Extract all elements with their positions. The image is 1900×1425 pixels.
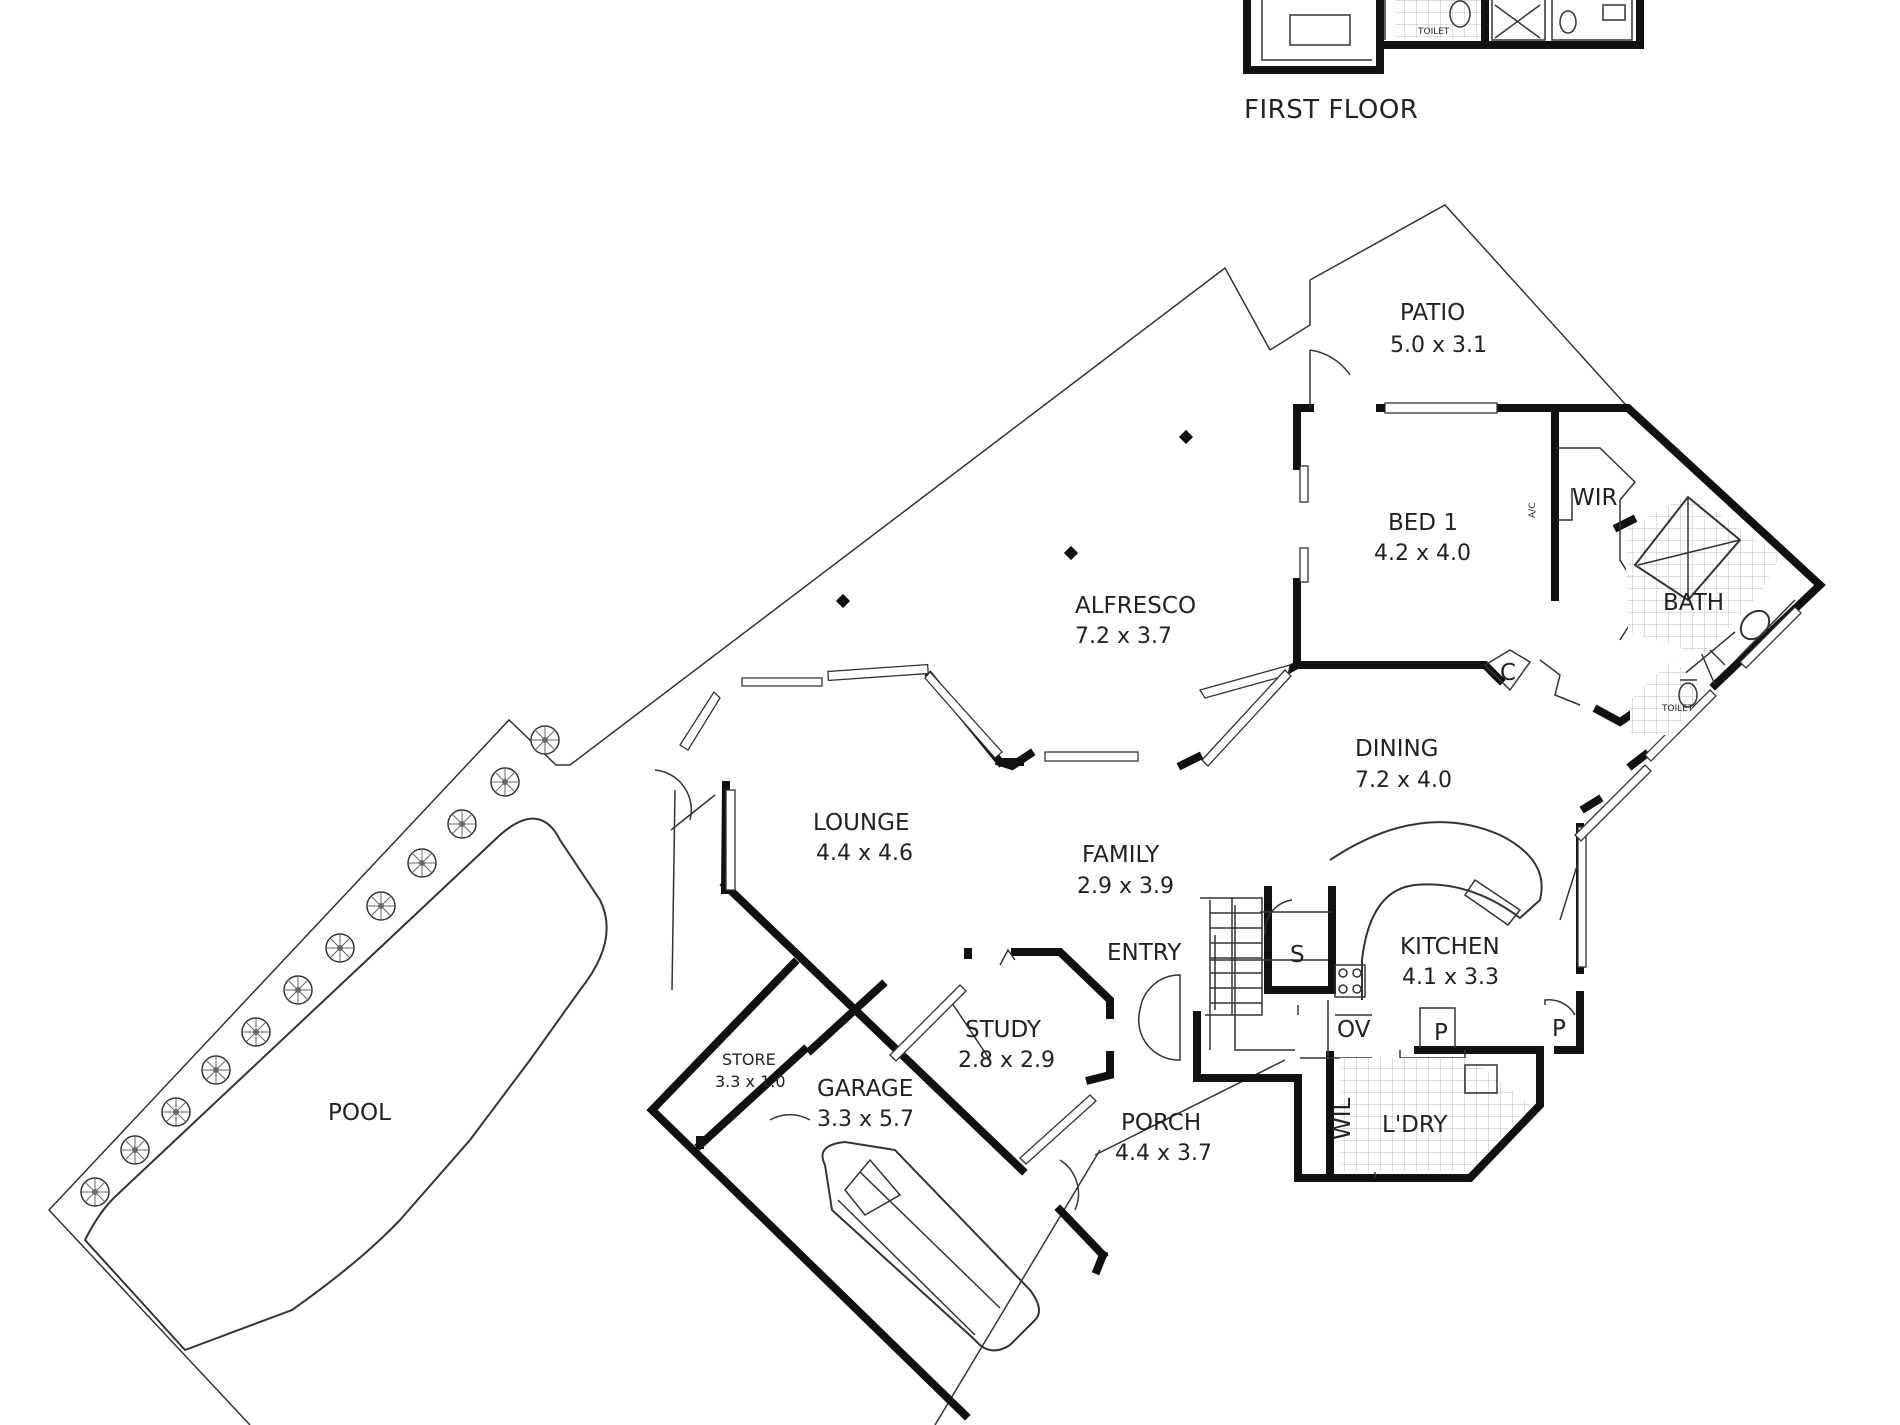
doors xyxy=(654,349,1726,1211)
post-icons xyxy=(835,429,1194,609)
dining-label: DINING xyxy=(1355,736,1439,762)
tree-icon xyxy=(325,933,355,963)
tree-icon xyxy=(407,848,437,878)
windows xyxy=(679,402,1802,1165)
tree-icon xyxy=(490,767,520,797)
bed1-dims: 4.2 x 4.0 xyxy=(1374,541,1471,566)
patio-label: PATIO xyxy=(1400,300,1465,326)
store-dims: 3.3 x 1.0 xyxy=(715,1072,786,1091)
study-dims: 2.8 x 2.9 xyxy=(958,1048,1055,1073)
porch-dims: 4.4 x 3.7 xyxy=(1115,1141,1212,1166)
store-label: STORE xyxy=(722,1050,776,1069)
alfresco-dims: 7.2 x 3.7 xyxy=(1075,624,1172,649)
entry-label: ENTRY xyxy=(1107,940,1182,966)
oven-label: OV xyxy=(1337,1017,1371,1043)
first-floor-toilet-label: TOILET xyxy=(1417,27,1450,37)
first-floor-heading: FIRST FLOOR xyxy=(1244,95,1418,125)
kitchen-bench xyxy=(1329,821,1543,1094)
tree-icon xyxy=(447,809,477,839)
pool: POOL xyxy=(83,817,608,1352)
porch-label: PORCH xyxy=(1121,1110,1201,1136)
garage-dims: 3.3 x 5.7 xyxy=(817,1107,914,1132)
alfresco-label: ALFRESCO xyxy=(1075,593,1196,619)
garage-label: GARAGE xyxy=(817,1076,913,1102)
first-floor-plan: TOILET FIRST FLOOR xyxy=(1243,0,1644,125)
tree-icon-row xyxy=(80,725,560,1207)
wil-label: WIL xyxy=(1330,1097,1356,1140)
kitchen-dims: 4.1 x 3.3 xyxy=(1402,965,1499,990)
kitchen-label: KITCHEN xyxy=(1400,934,1500,960)
family-label: FAMILY xyxy=(1082,842,1160,868)
family-dims: 2.9 x 3.9 xyxy=(1077,874,1174,899)
dining-dims: 7.2 x 4.0 xyxy=(1355,768,1452,793)
patio-dims: 5.0 x 3.1 xyxy=(1390,333,1487,358)
tree-icon xyxy=(120,1135,150,1165)
laundry-label: L'DRY xyxy=(1382,1112,1448,1138)
lounge-label: LOUNGE xyxy=(813,810,910,836)
wir-label: WIR xyxy=(1572,485,1618,511)
tree-icon xyxy=(241,1017,271,1047)
lounge-dims: 4.4 x 4.6 xyxy=(816,841,913,866)
study-label: STUDY xyxy=(965,1017,1042,1043)
tree-icon xyxy=(80,1177,110,1207)
stairs xyxy=(1200,897,1299,1016)
room-labels: PATIO 5.0 x 3.1 BED 1 4.2 x 4.0 WIR A/C … xyxy=(715,300,1724,1166)
ac-label: A/C xyxy=(1528,503,1538,518)
cupboard-label: C xyxy=(1500,660,1516,686)
tree-icon xyxy=(161,1097,191,1127)
toilet-label: TOILET xyxy=(1661,704,1694,714)
pantry-label-2: P xyxy=(1552,1016,1566,1042)
pool-label: POOL xyxy=(328,1100,391,1126)
site-outline xyxy=(47,204,1636,1425)
bath-tiles xyxy=(1340,494,1780,1172)
bed1-label: BED 1 xyxy=(1388,510,1458,536)
car-icon xyxy=(821,1140,1040,1352)
tree-icon xyxy=(530,725,560,755)
tree-icon xyxy=(283,975,313,1005)
bath-label: BATH xyxy=(1663,590,1724,616)
tree-icon xyxy=(201,1055,231,1085)
storage-label: S xyxy=(1290,942,1305,968)
pantry-label-1: P xyxy=(1434,1020,1448,1046)
tree-icon xyxy=(366,891,396,921)
